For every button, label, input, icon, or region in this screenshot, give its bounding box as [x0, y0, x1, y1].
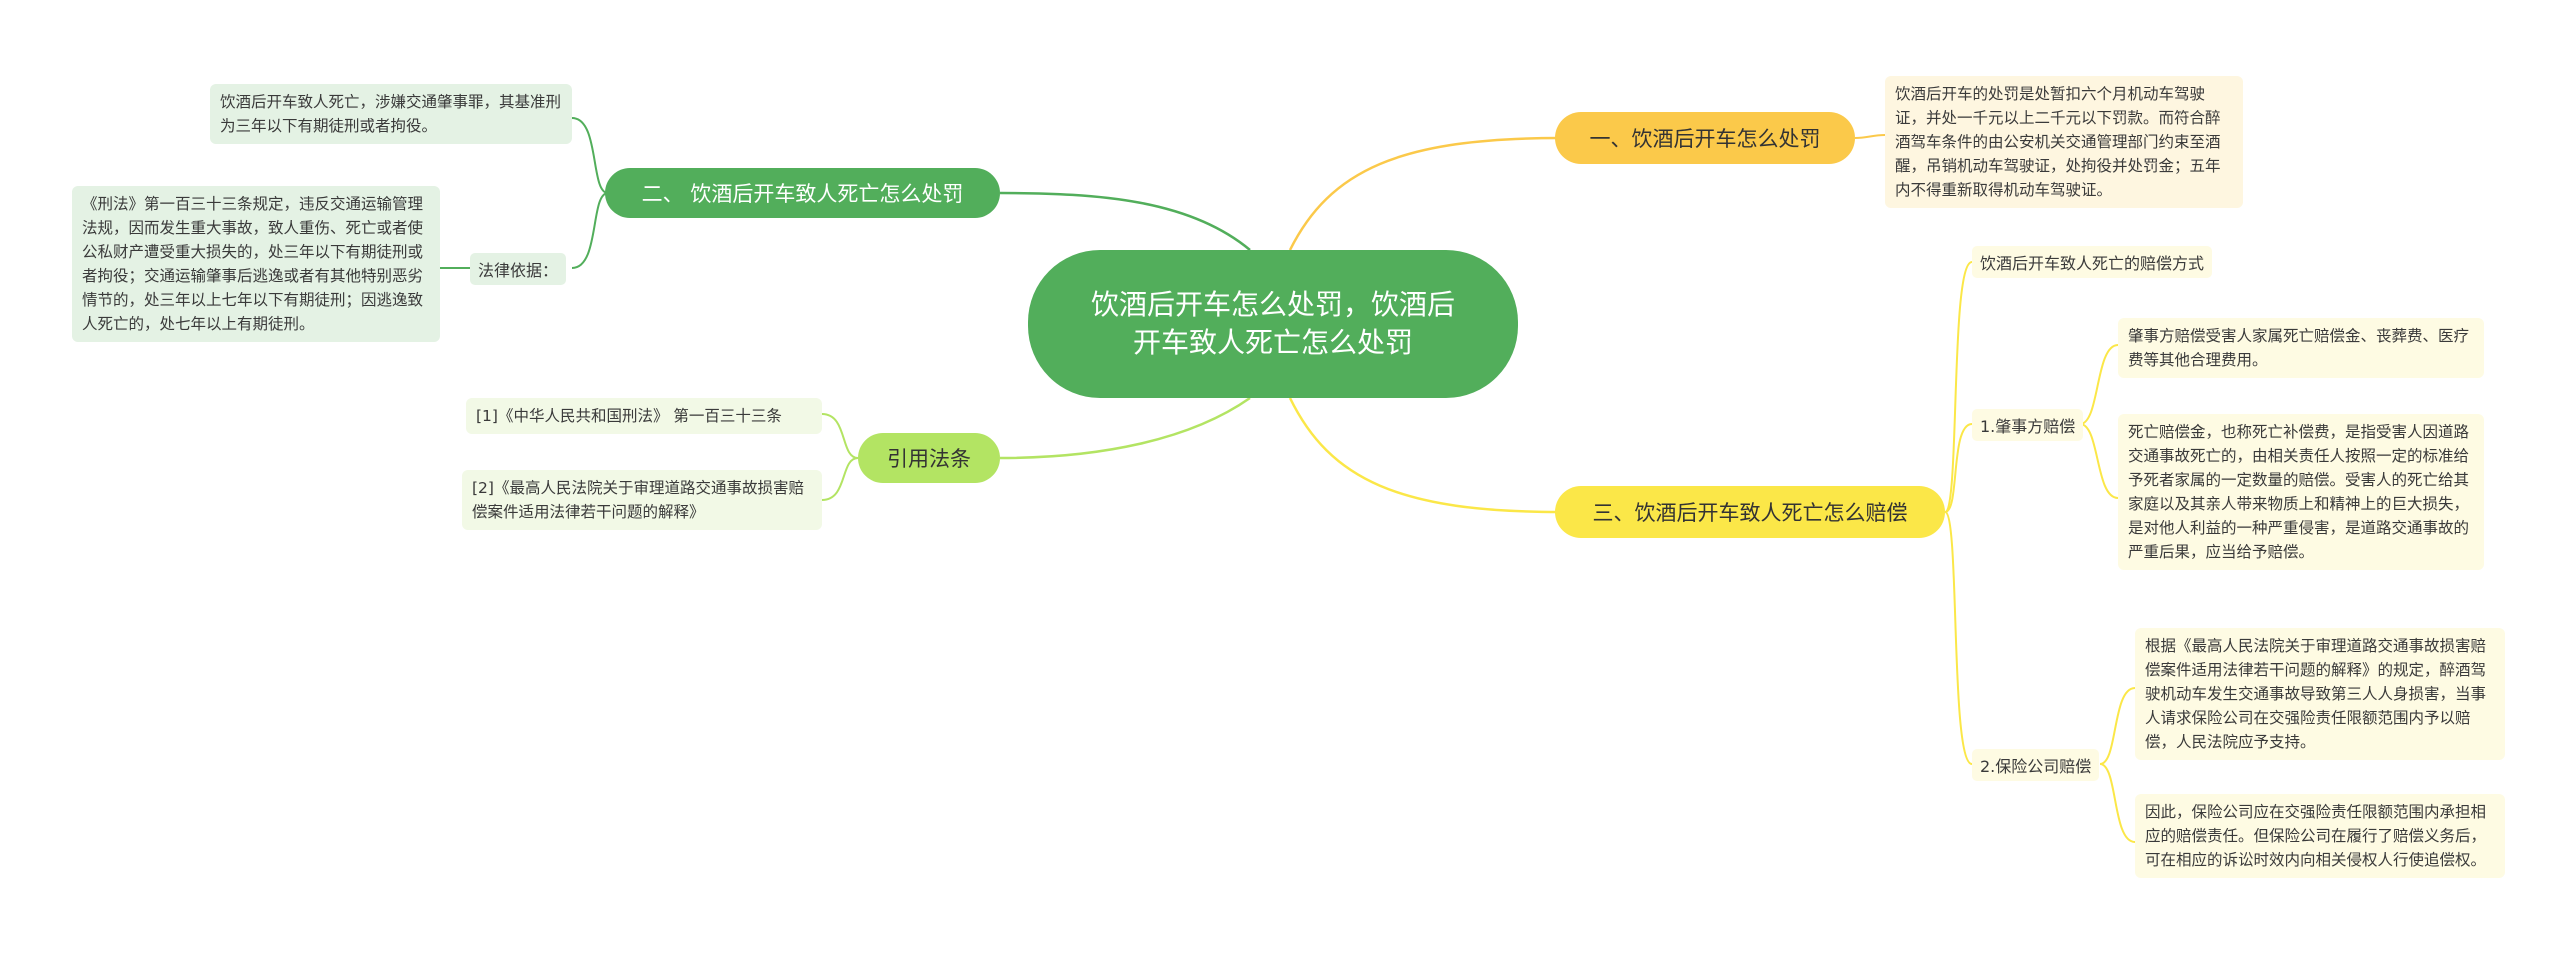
legal-basis-content: 《刑法》第一百三十三条规定，违反交通运输管理法规，因而发生重大事故，致人重伤、死… [82, 195, 424, 333]
link-branch3-sub1 [1944, 423, 1973, 513]
branch-compensation[interactable]: 三、饮酒后开车致人死亡怎么赔偿 [1555, 486, 1945, 538]
link-branch4-ref1 [821, 413, 859, 459]
insurance-compensation-label[interactable]: 2.保险公司赔偿 [1972, 749, 2100, 781]
reference-item-2-text: [2]《最高人民法院关于审理道路交通事故损害赔偿案件适用法律若干问题的解释》 [472, 479, 804, 521]
link-branch4-ref2 [821, 457, 859, 501]
link-center-branch3 [1288, 397, 1561, 514]
offender-compensation-label[interactable]: 1.肇事方赔偿 [1972, 409, 2084, 441]
insurance-compensation-content-2: 因此，保险公司应在交强险责任限额范围内承担相应的赔偿责任。但保险公司在履行了赔偿… [2145, 803, 2487, 869]
branch-compensation-label: 三、饮酒后开车致人死亡怎么赔偿 [1592, 501, 1908, 525]
compensation-intro: 饮酒后开车致人死亡的赔偿方式 [1972, 246, 2213, 278]
link-branch3-sub2 [1944, 511, 1973, 765]
legal-basis-text: 《刑法》第一百三十三条规定，违反交通运输管理法规，因而发生重大事故，致人重伤、死… [72, 186, 440, 342]
branch-penalty-label: 一、饮酒后开车怎么处罚 [1589, 127, 1821, 151]
reference-item-1[interactable]: [1]《中华人民共和国刑法》 第一百三十三条 [466, 398, 822, 434]
link-branch3-intro [1944, 261, 1973, 513]
penalty-detail-text: 饮酒后开车的处罚是处暂扣六个月机动车驾驶证，并处一千元以上二千元以下罚款。而符合… [1885, 76, 2243, 208]
link-sub1-text1 [2079, 344, 2119, 425]
offender-compensation-content-2: 死亡赔偿金，也称死亡补偿费，是指受害人因道路交通事故死亡的，由相关责任人按照一定… [2128, 423, 2470, 561]
legal-basis-label-text: 法律依据： [478, 261, 559, 280]
reference-item-1-text: [1]《中华人民共和国刑法》 第一百三十三条 [476, 407, 782, 425]
branch-references[interactable]: 引用法条 [858, 433, 1000, 483]
offender-compensation-text-2: 死亡赔偿金，也称死亡补偿费，是指受害人因道路交通事故死亡的，由相关责任人按照一定… [2118, 414, 2484, 570]
link-branch1-text [1854, 134, 1886, 139]
link-sub2-text1 [2099, 687, 2136, 765]
insurance-compensation-label-text: 2.保险公司赔偿 [1980, 757, 2092, 776]
insurance-compensation-text-1: 根据《最高人民法院关于审理道路交通事故损害赔偿案件适用法律若干问题的解释》的规定… [2135, 628, 2505, 760]
link-center-branch1 [1288, 136, 1561, 251]
death-penalty-text: 饮酒后开车致人死亡，涉嫌交通肇事罪，其基准刑为三年以下有期徒刑或者拘役。 [210, 84, 572, 144]
penalty-detail-content: 饮酒后开车的处罚是处暂扣六个月机动车驾驶证，并处一千元以上二千元以下罚款。而符合… [1895, 85, 2221, 199]
link-branch2-sublabel [571, 192, 609, 269]
link-branch2-text1 [571, 117, 609, 194]
compensation-intro-text: 饮酒后开车致人死亡的赔偿方式 [1980, 254, 2205, 273]
branch-death-penalty-label: 二、 饮酒后开车致人死亡怎么处罚 [641, 182, 964, 206]
link-center-branch2 [999, 191, 1251, 251]
central-topic-label: 饮酒后开车怎么处罚，饮酒后开车致人死亡怎么处罚 [1090, 288, 1455, 359]
branch-death-penalty[interactable]: 二、 饮酒后开车致人死亡怎么处罚 [605, 168, 1000, 218]
offender-compensation-content-1: 肇事方赔偿受害人家属死亡赔偿金、丧葬费、医疗费等其他合理费用。 [2128, 327, 2470, 369]
link-sub1-text2 [2079, 423, 2119, 499]
central-topic[interactable]: 饮酒后开车怎么处罚，饮酒后开车致人死亡怎么处罚 [1028, 250, 1518, 398]
insurance-compensation-content-1: 根据《最高人民法院关于审理道路交通事故损害赔偿案件适用法律若干问题的解释》的规定… [2145, 637, 2487, 751]
death-penalty-content: 饮酒后开车致人死亡，涉嫌交通肇事罪，其基准刑为三年以下有期徒刑或者拘役。 [220, 93, 562, 135]
offender-compensation-text-1: 肇事方赔偿受害人家属死亡赔偿金、丧葬费、医疗费等其他合理费用。 [2118, 318, 2484, 378]
legal-basis-label[interactable]: 法律依据： [470, 253, 567, 285]
link-center-branch4 [999, 396, 1251, 460]
insurance-compensation-text-2: 因此，保险公司应在交强险责任限额范围内承担相应的赔偿责任。但保险公司在履行了赔偿… [2135, 794, 2505, 878]
reference-item-2[interactable]: [2]《最高人民法院关于审理道路交通事故损害赔偿案件适用法律若干问题的解释》 [462, 470, 822, 530]
link-sub2-text2 [2099, 763, 2136, 843]
offender-compensation-label-text: 1.肇事方赔偿 [1980, 417, 2076, 436]
branch-references-label: 引用法条 [887, 447, 971, 471]
branch-penalty[interactable]: 一、饮酒后开车怎么处罚 [1555, 112, 1855, 164]
